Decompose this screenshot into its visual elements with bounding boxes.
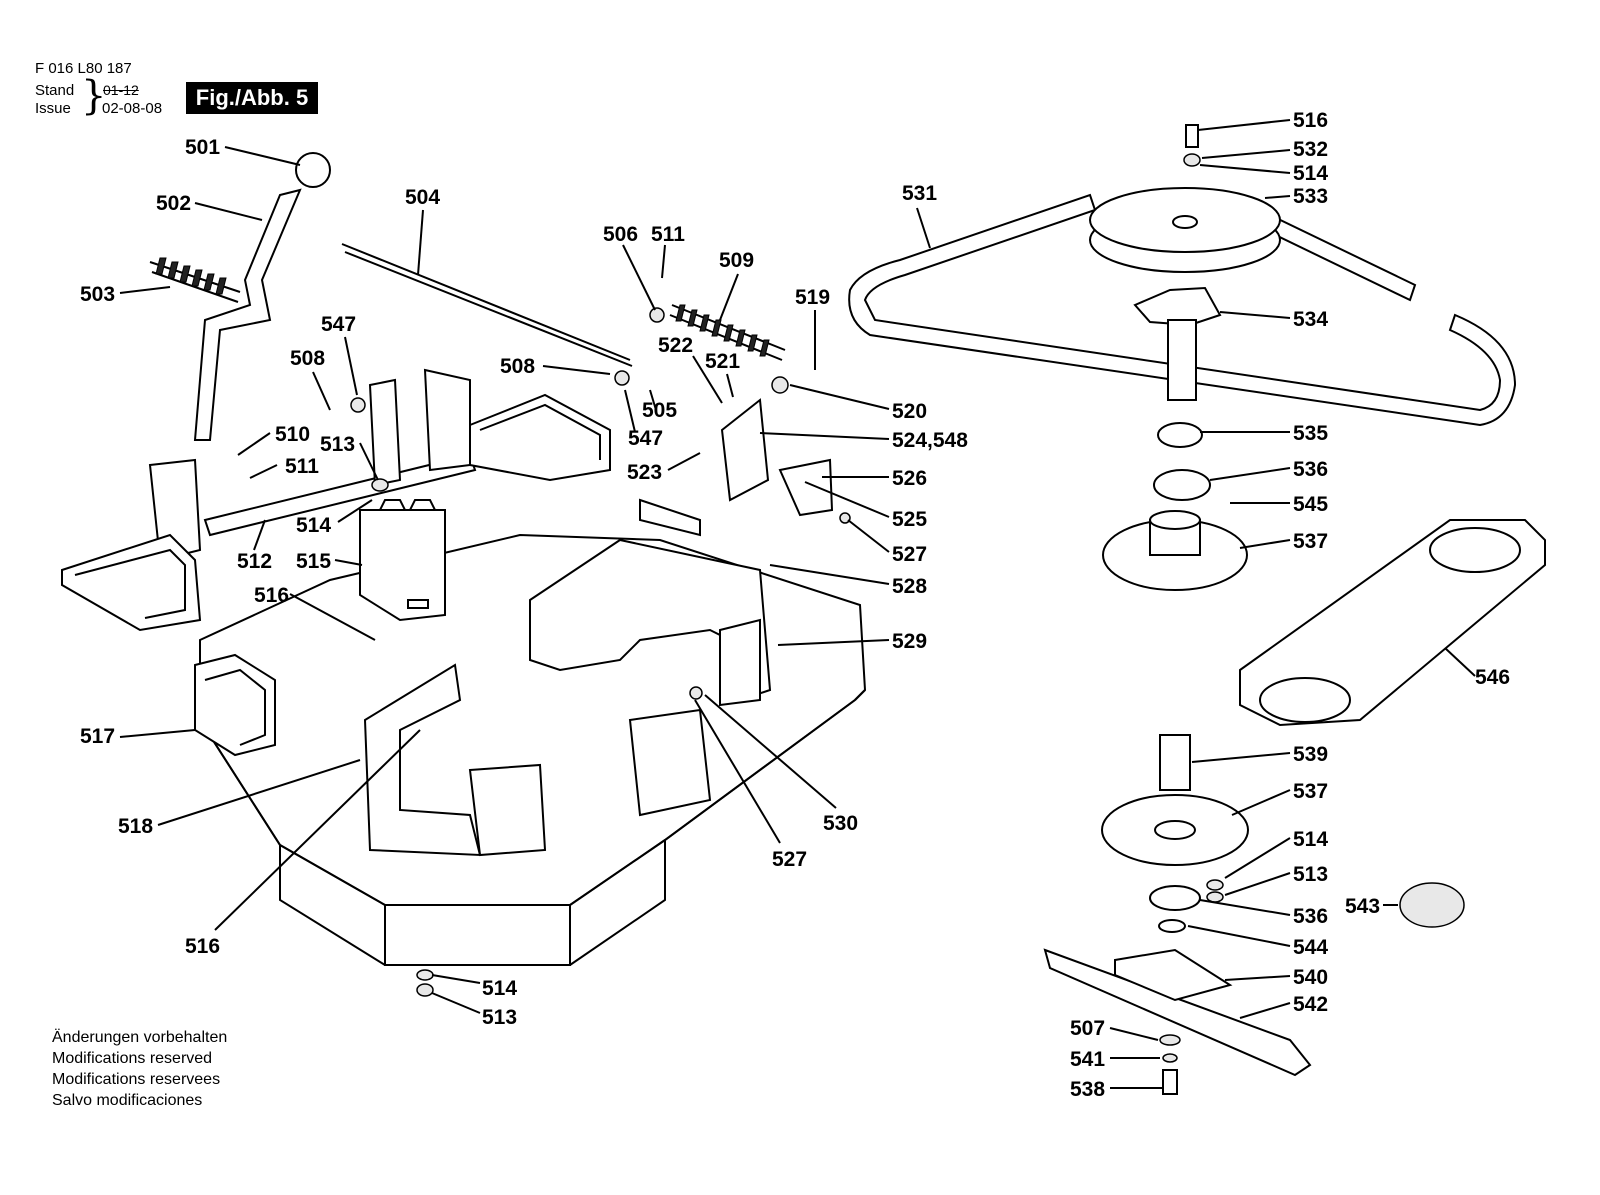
callout-535: 535 [1293, 422, 1328, 445]
callout-524-548: 524,548 [892, 429, 968, 452]
callout-547b: 547 [628, 427, 663, 450]
callout-513b: 513 [482, 1006, 517, 1029]
note-es: Salvo modificaciones [52, 1092, 203, 1109]
callout-labels: 501 502 503 504 506 511 509 519 547 508 … [80, 109, 1510, 1101]
leader-lines [119, 119, 1476, 1089]
callout-514d: 514 [1293, 828, 1328, 851]
callout-528: 528 [892, 575, 927, 598]
callout-505: 505 [642, 399, 677, 422]
fasteners [350, 124, 1224, 1095]
deck-housing [199, 533, 867, 966]
callout-533: 533 [1293, 185, 1328, 208]
bracket-530 [628, 708, 712, 817]
note-en: Modifications reserved [52, 1050, 213, 1067]
callout-522: 522 [658, 334, 693, 357]
cover-546 [1239, 519, 1546, 727]
callout-538: 538 [1070, 1078, 1105, 1101]
callout-515: 515 [296, 550, 331, 573]
callout-509: 509 [719, 249, 754, 272]
knob-501 [295, 152, 331, 188]
spring-503 [149, 257, 241, 303]
pedal-left [61, 533, 202, 632]
callout-516: 516 [254, 584, 289, 607]
callout-526: 526 [892, 467, 927, 490]
callout-525: 525 [892, 508, 927, 531]
callout-504: 504 [405, 186, 440, 209]
callout-523: 523 [627, 461, 662, 484]
bracket-524 [720, 398, 834, 517]
axle-512 [148, 368, 477, 562]
doc-number: F 016 L80 187 [35, 60, 132, 77]
callout-506: 506 [603, 223, 638, 246]
callout-501: 501 [185, 136, 220, 159]
blade-542 [1043, 948, 1312, 1077]
callout-510: 510 [275, 423, 310, 446]
pulley-533 [1089, 187, 1281, 273]
callout-514: 514 [296, 514, 331, 537]
callout-542: 542 [1293, 993, 1328, 1016]
callout-516b: 516 [185, 935, 220, 958]
issue-label: Issue [35, 100, 71, 117]
callout-531: 531 [902, 182, 937, 205]
height-adjuster [359, 499, 446, 622]
callout-539: 539 [1293, 743, 1328, 766]
callout-540: 540 [1293, 966, 1328, 989]
callout-536: 536 [1293, 458, 1328, 481]
brace-icon: } [81, 73, 107, 119]
flange-534 [1133, 286, 1222, 401]
callout-512: 512 [237, 550, 272, 573]
callout-543: 543 [1345, 895, 1380, 918]
callout-508: 508 [290, 347, 325, 370]
figure-label: Fig./Abb. 5 [186, 82, 318, 114]
bracket-517 [194, 653, 276, 757]
callout-537: 537 [1293, 530, 1328, 553]
note-de: Änderungen vorbehalten [52, 1029, 228, 1046]
issue-date: 02-08-08 [102, 100, 163, 117]
rod-504 [341, 243, 633, 367]
callout-511b: 511 [285, 455, 319, 478]
lever-502 [193, 188, 302, 441]
callout-537b: 537 [1293, 780, 1328, 803]
callout-527b: 527 [772, 848, 807, 871]
callout-546: 546 [1475, 666, 1510, 689]
hub-537-top [1102, 510, 1248, 591]
callout-536b: 536 [1293, 905, 1328, 928]
callout-529: 529 [892, 630, 927, 653]
callout-545: 545 [1293, 493, 1328, 516]
callout-516c: 516 [1293, 109, 1328, 132]
bracket-518 [363, 663, 547, 857]
bearings-535-536 [1153, 422, 1211, 501]
spring-509 [669, 304, 786, 361]
callout-527: 527 [892, 543, 927, 566]
callout-517: 517 [80, 725, 115, 748]
callout-520: 520 [892, 400, 927, 423]
old-date: 01-12 [103, 82, 139, 98]
callout-503: 503 [80, 283, 115, 306]
callout-521: 521 [705, 350, 740, 373]
callout-514b: 514 [482, 977, 517, 1000]
callout-519: 519 [795, 286, 830, 309]
callout-518: 518 [118, 815, 153, 838]
callout-507: 507 [1070, 1017, 1105, 1040]
callout-544: 544 [1293, 936, 1328, 959]
callout-541: 541 [1070, 1048, 1105, 1071]
callout-534: 534 [1293, 308, 1328, 331]
callout-547: 547 [321, 313, 356, 336]
callout-511: 511 [651, 223, 685, 246]
note-fr: Modifications reservees [52, 1071, 221, 1088]
callout-530: 530 [823, 812, 858, 835]
callout-508b: 508 [500, 355, 535, 378]
baffle-front [529, 498, 772, 707]
callout-514c: 514 [1293, 162, 1328, 185]
callout-502: 502 [156, 192, 191, 215]
callout-513c: 513 [1293, 863, 1328, 886]
callout-513: 513 [320, 433, 355, 456]
callout-532: 532 [1293, 138, 1328, 161]
stand-label: Stand [35, 82, 75, 99]
lower-spindle [1101, 734, 1465, 933]
pedal-right [469, 393, 611, 482]
